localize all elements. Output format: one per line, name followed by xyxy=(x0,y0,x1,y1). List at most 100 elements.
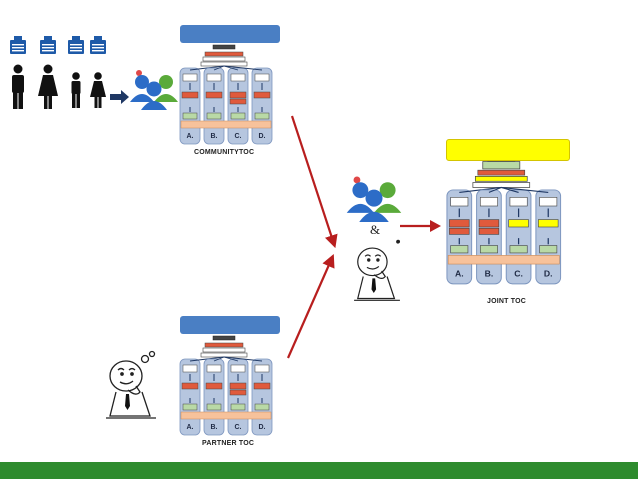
column-label: D. xyxy=(259,424,266,431)
woman-icon xyxy=(38,64,58,109)
outcome-box xyxy=(200,352,248,358)
impact-box xyxy=(477,169,526,176)
community-toc-caption: COMMUNITYTOC xyxy=(194,149,255,156)
community-group-icon xyxy=(130,70,178,110)
activity-box xyxy=(449,219,470,228)
calendar-icon xyxy=(40,36,56,54)
partner-toc-diagram: A.B.C.D. xyxy=(179,335,273,436)
activity-box xyxy=(253,382,271,390)
assumptions-bar xyxy=(180,411,272,420)
thinking-person-partner-icon xyxy=(106,350,156,419)
calendar-icon xyxy=(68,36,84,54)
activity-box xyxy=(229,91,247,99)
output-box xyxy=(182,364,198,373)
output-box xyxy=(479,197,498,207)
activity-box xyxy=(538,219,559,228)
outcome-box xyxy=(474,175,528,182)
output-box xyxy=(539,197,558,207)
outcome-box xyxy=(202,347,246,353)
input-box xyxy=(509,245,528,254)
arrow-to-joint-toc xyxy=(400,220,441,232)
output-box xyxy=(450,197,469,207)
assumptions-bar xyxy=(180,120,272,129)
column-label: C. xyxy=(235,424,242,431)
outcome-box xyxy=(472,182,531,188)
convergence-arrows xyxy=(286,115,338,359)
girl-icon xyxy=(90,72,106,108)
input-box xyxy=(450,245,469,254)
outcome-box xyxy=(200,61,248,67)
activity-box xyxy=(478,227,500,235)
partner-to-joint-arrow xyxy=(286,253,335,359)
partner-toc-caption: PARTNER TOC xyxy=(202,440,255,447)
connector-line xyxy=(488,186,502,193)
output-box xyxy=(230,73,246,82)
joint-toc-banner xyxy=(446,139,570,161)
joint-toc-caption: JOINT TOC xyxy=(487,298,527,305)
community-toc-banner xyxy=(180,25,280,43)
input-box xyxy=(254,403,270,411)
activity-box xyxy=(229,98,247,105)
activity-box xyxy=(229,389,247,396)
column-label: B. xyxy=(211,424,218,431)
activity-box xyxy=(508,219,529,228)
connector-line xyxy=(213,65,225,71)
output-box xyxy=(254,364,270,373)
community-members-icons xyxy=(10,36,106,54)
boy-icon xyxy=(71,72,81,108)
column-label: D. xyxy=(544,268,553,278)
column-label: D. xyxy=(259,133,266,140)
goal-box xyxy=(212,44,236,50)
column-label: B. xyxy=(485,268,494,278)
activity-box xyxy=(181,91,199,99)
input-box xyxy=(539,245,558,254)
input-box xyxy=(182,112,198,120)
activity-box xyxy=(205,91,223,99)
column-label: A. xyxy=(187,133,194,140)
output-box xyxy=(254,73,270,82)
column-label: C. xyxy=(514,268,523,278)
assumptions-bar xyxy=(447,255,560,265)
calendar-icon xyxy=(10,36,26,54)
man-icon xyxy=(12,64,24,109)
ampersand-label: & xyxy=(370,222,381,237)
column-label: A. xyxy=(455,268,464,278)
community-members-group xyxy=(10,36,106,109)
impact-box xyxy=(204,51,244,57)
calendar-icon xyxy=(90,36,106,54)
family-silhouettes xyxy=(12,64,106,109)
activity-box xyxy=(253,91,271,99)
partner-toc-banner xyxy=(180,316,280,334)
arrow-to-community-icon xyxy=(110,90,129,104)
community-group-middle-icon xyxy=(346,176,402,222)
input-box xyxy=(182,403,198,411)
activity-box xyxy=(181,382,199,390)
community-to-joint-arrow xyxy=(290,115,338,249)
output-box xyxy=(509,197,528,207)
connector-line xyxy=(501,186,549,193)
input-box xyxy=(479,245,498,254)
input-box xyxy=(206,112,222,120)
input-box xyxy=(206,403,222,411)
thinking-person-joint-icon xyxy=(354,239,401,301)
output-box xyxy=(206,364,222,373)
outcome-box xyxy=(202,56,246,62)
activity-box xyxy=(449,227,470,235)
output-box xyxy=(182,73,198,82)
connector-line xyxy=(223,356,263,362)
activity-box xyxy=(478,219,500,228)
output-box xyxy=(206,73,222,82)
column-label: B. xyxy=(211,133,218,140)
activity-box xyxy=(205,382,223,390)
connector-line xyxy=(213,356,225,362)
output-box xyxy=(230,364,246,373)
impact-box xyxy=(204,342,244,348)
input-box xyxy=(254,112,270,120)
joint-toc-diagram: A. B. C. D. xyxy=(446,161,562,285)
connector-line xyxy=(223,65,263,71)
goal-box xyxy=(212,335,236,341)
community-toc-diagram: A.B.C.D. xyxy=(179,44,273,145)
footer-bar xyxy=(0,462,638,479)
input-box xyxy=(230,403,246,411)
activity-box xyxy=(229,382,247,390)
